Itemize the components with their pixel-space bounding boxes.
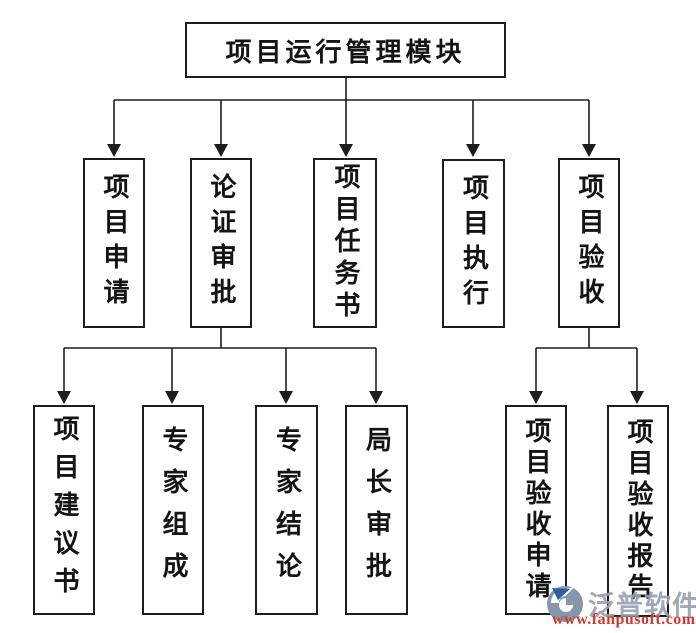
node-director-approval: 局长审批 [345, 405, 408, 615]
watermark-brand-text: 泛普软件 [588, 591, 696, 621]
node-project-task-document: 项目任务书 [313, 158, 377, 328]
node-label: 论证审批 [207, 173, 236, 313]
node-project-acceptance: 项目验收 [558, 158, 620, 328]
node-label: 专家结论 [272, 426, 302, 594]
node-label: 项目验收申请 [522, 417, 551, 603]
watermark-url-text: www.fanpusoft.com [552, 611, 696, 628]
node-label: 专家组成 [159, 426, 188, 594]
fanpu-swirl-logo-icon [547, 586, 583, 622]
node-label: 项目申请 [100, 173, 129, 313]
node-expert-composition: 专家组成 [142, 405, 204, 615]
node-label: 项目建议书 [50, 415, 79, 605]
node-label: 项目验收报告 [624, 418, 653, 604]
watermark: 泛普软件 www.fanpusoft.com [544, 581, 696, 628]
node-project-application: 项目申请 [83, 158, 145, 328]
node-expert-conclusion: 专家结论 [255, 405, 318, 615]
node-acceptance-report: 项目验收报告 [607, 405, 669, 617]
node-label: 项目运行管理模块 [225, 37, 466, 67]
node-label: 项目任务书 [331, 163, 360, 323]
node-label: 项目验收 [575, 173, 604, 313]
node-demonstration-approval: 论证审批 [190, 158, 252, 328]
node-root-project-operation-management: 项目运行管理模块 [185, 22, 506, 78]
node-project-execution: 项目执行 [442, 159, 505, 328]
arrowhead-icons [57, 144, 644, 404]
node-label: 项目执行 [459, 173, 489, 314]
node-project-proposal-document: 项目建议书 [33, 405, 95, 615]
node-label: 局长审批 [362, 426, 392, 594]
node-acceptance-application: 项目验收申请 [505, 405, 567, 615]
